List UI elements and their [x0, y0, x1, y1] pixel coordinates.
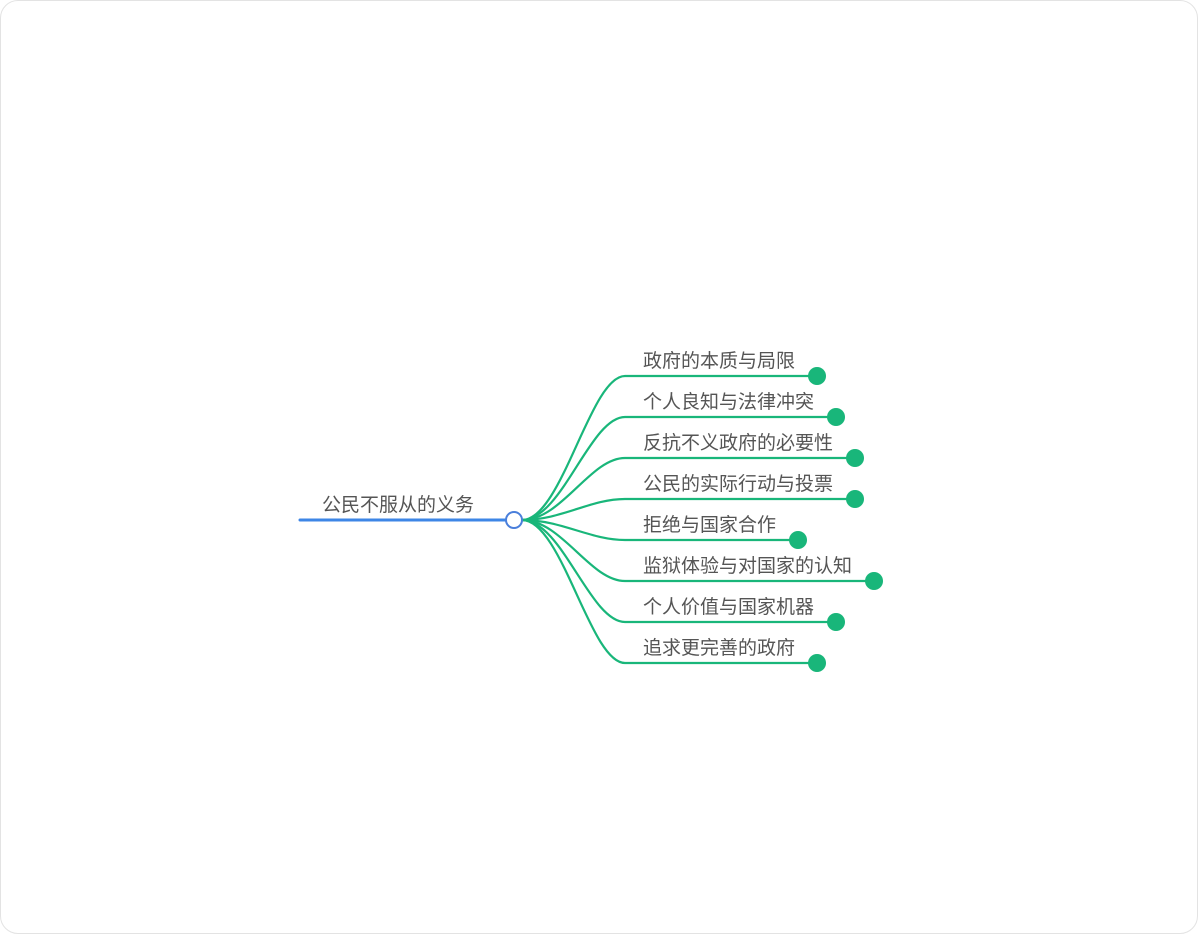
branch-label[interactable]: 追求更完善的政府	[643, 637, 795, 659]
root-collapse-toggle[interactable]	[505, 511, 523, 529]
root-topic[interactable]: 公民不服从的义务	[298, 494, 507, 522]
branch-label[interactable]: 个人良知与法律冲突	[643, 391, 814, 413]
branch-connector	[520, 415, 838, 522]
root-label[interactable]: 公民不服从的义务	[322, 494, 474, 516]
branch-topic[interactable]: 个人良知与法律冲突	[520, 391, 846, 522]
branch-topic[interactable]: 监狱体验与对国家的认知	[520, 518, 884, 590]
branch-label[interactable]: 反抗不义政府的必要性	[643, 432, 833, 454]
branch-end-dot[interactable]	[808, 654, 827, 672]
branch-connector	[520, 518, 838, 624]
branch-topic[interactable]: 公民的实际行动与投票	[520, 473, 865, 522]
branch-topic[interactable]: 政府的本质与局限	[520, 350, 827, 522]
branch-connector	[520, 374, 819, 522]
branch-connector	[520, 518, 800, 542]
branch-label[interactable]: 政府的本质与局限	[643, 350, 795, 372]
branch-topic[interactable]: 反抗不义政府的必要性	[520, 432, 865, 522]
branch-label[interactable]: 拒绝与国家合作	[643, 514, 776, 536]
branch-group: 政府的本质与局限个人良知与法律冲突反抗不义政府的必要性公民的实际行动与投票拒绝与…	[520, 350, 884, 672]
branch-end-dot[interactable]	[846, 490, 865, 508]
branch-end-dot[interactable]	[846, 449, 865, 467]
branch-connector	[520, 518, 876, 583]
branch-topic[interactable]: 个人价值与国家机器	[520, 518, 846, 631]
branch-label[interactable]: 个人价值与国家机器	[643, 596, 814, 618]
branch-connector	[520, 456, 857, 522]
branch-end-dot[interactable]	[827, 613, 846, 631]
branch-end-dot[interactable]	[789, 531, 808, 549]
branch-label[interactable]: 监狱体验与对国家的认知	[643, 555, 852, 577]
branch-end-dot[interactable]	[808, 367, 827, 385]
branch-end-dot[interactable]	[865, 572, 884, 590]
branch-topic[interactable]: 追求更完善的政府	[520, 518, 827, 672]
branch-end-dot[interactable]	[827, 408, 846, 426]
branch-connector	[520, 518, 819, 665]
branch-label[interactable]: 公民的实际行动与投票	[643, 473, 833, 495]
branch-topic[interactable]: 拒绝与国家合作	[520, 514, 808, 549]
branch-connector	[520, 497, 857, 522]
